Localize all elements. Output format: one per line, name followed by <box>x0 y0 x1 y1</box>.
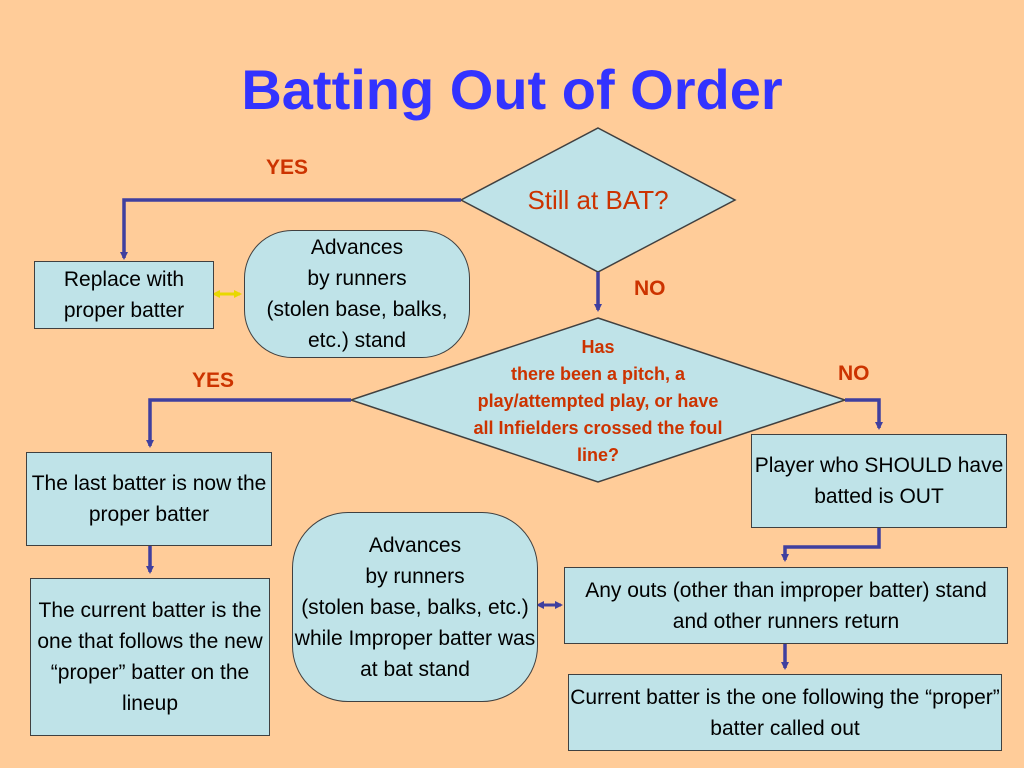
box-current-batter-following-text: Current batter is the one following the … <box>570 685 1000 740</box>
connector-d1-yes <box>120 198 461 260</box>
d2-yes-label: YES <box>192 369 235 392</box>
pill-advances-stand: Advances by runners (stolen base, balks,… <box>244 230 470 358</box>
decision-pitch-play-text: Has there been a pitch, a play/attempted… <box>473 336 723 465</box>
box-any-outs: Any outs (other than improper batter) st… <box>564 567 1008 644</box>
d1-no-label: NO <box>634 277 666 300</box>
connector-d2-yes <box>146 398 351 448</box>
box-current-batter-new-text: The current batter is the one that follo… <box>37 599 263 715</box>
box-last-batter-text: The last batter is now the proper batter <box>31 472 267 526</box>
box-last-batter: The last batter is now the proper batter <box>26 452 272 546</box>
connector-d2-no <box>845 398 883 430</box>
pill-advances-stand-text: Advances by runners (stolen base, balks,… <box>266 236 448 352</box>
d1-yes-label: YES <box>266 156 309 179</box>
box-any-outs-text: Any outs (other than improper batter) st… <box>585 578 987 633</box>
d2-no-label: NO <box>838 362 870 385</box>
pill-advances-improper-text: Advances by runners (stolen base, balks,… <box>294 533 536 681</box>
box-replace-batter-text: Replace with proper batter <box>63 268 185 322</box>
box-player-out: Player who SHOULD have batted is OUT <box>751 434 1007 528</box>
pill-advances-improper: Advances by runners (stolen base, balks,… <box>292 512 538 702</box>
box-player-out-text: Player who SHOULD have batted is OUT <box>754 454 1004 508</box>
page-title: Batting Out of Order <box>241 58 783 121</box>
decision-pitch-play: Has there been a pitch, a play/attempted… <box>470 320 726 482</box>
decision-still-at-bat: Still at BAT? <box>461 180 735 220</box>
decision-still-at-bat-text: Still at BAT? <box>527 184 669 215</box>
box-replace-batter: Replace with proper batter <box>34 261 214 329</box>
connector-out-to-anyouts <box>781 528 881 562</box>
decision-pitch-play-shape <box>348 317 848 483</box>
box-current-batter-new: The current batter is the one that follo… <box>30 578 270 736</box>
box-current-batter-following: Current batter is the one following the … <box>568 674 1002 751</box>
